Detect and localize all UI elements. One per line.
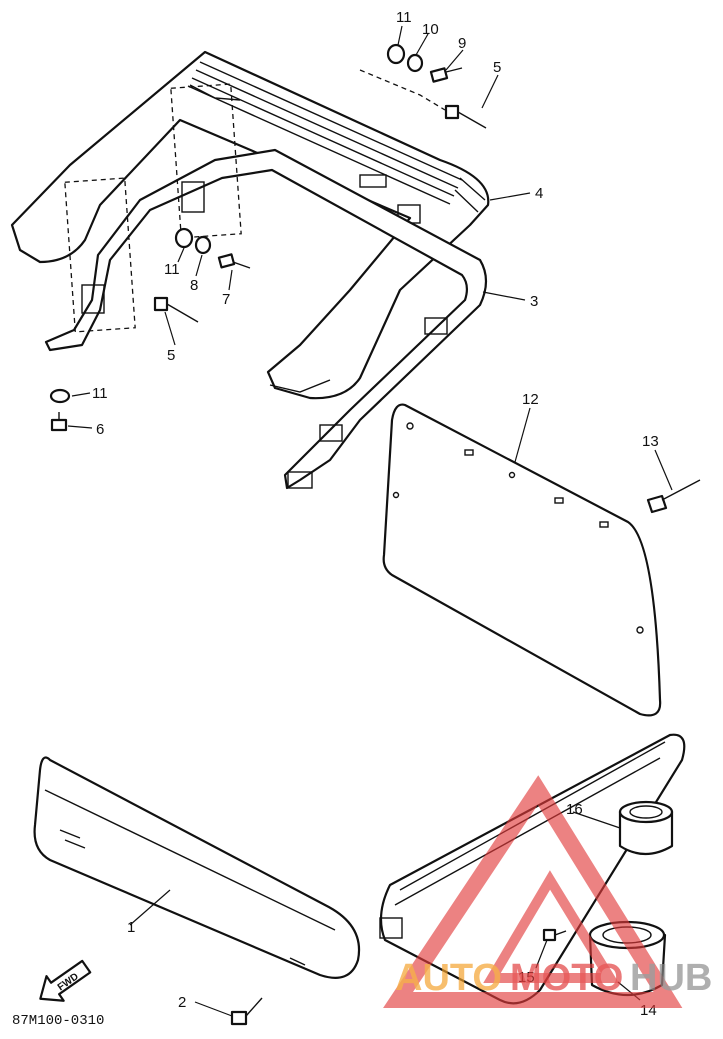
callout-13: 13 xyxy=(642,433,659,450)
callout-10: 10 xyxy=(422,21,439,38)
grommet-part-16 xyxy=(618,800,674,856)
callout-8: 8 xyxy=(190,277,198,294)
nut-10 xyxy=(406,53,424,73)
watermark-part1: AUTO xyxy=(395,957,502,999)
part-code: 87M100-0310 xyxy=(12,1013,104,1029)
watermark: AUTO MOTO HUB xyxy=(383,775,712,1008)
callout-7: 7 xyxy=(222,291,230,308)
screw-15 xyxy=(542,928,567,942)
callout-1: 1 xyxy=(127,919,135,936)
callout-11-lower: 11 xyxy=(92,385,108,402)
callout-4: 4 xyxy=(535,185,543,202)
callout-5-mid: 5 xyxy=(167,347,175,364)
callout-2: 2 xyxy=(178,994,186,1011)
plate-board-part-12 xyxy=(382,403,662,717)
watermark-triangle-outer xyxy=(383,775,683,1008)
fasteners xyxy=(49,43,701,1026)
callout-5-top: 5 xyxy=(493,59,501,76)
screw-13 xyxy=(646,479,701,514)
screw-5-mid xyxy=(153,296,199,323)
callout-6: 6 xyxy=(96,421,104,438)
callout-12: 12 xyxy=(522,391,539,408)
washer-11-mid xyxy=(174,227,194,249)
watermark-triangle-inner xyxy=(483,870,619,983)
carrier-stay-part-3 xyxy=(44,148,488,490)
bolt-2 xyxy=(230,997,263,1026)
leader-lines xyxy=(67,25,673,1017)
callout-11-mid: 11 xyxy=(164,261,180,278)
nut-8 xyxy=(194,235,212,255)
watermark-part3: HUB xyxy=(630,957,712,999)
callout-11-top: 11 xyxy=(396,9,412,26)
assembly-guides xyxy=(64,69,446,333)
washer-11-lower xyxy=(49,388,71,404)
screw-5-top xyxy=(444,104,487,129)
rear-bumper-part-1 xyxy=(33,756,361,979)
bolt-9 xyxy=(429,67,463,83)
bolt-6 xyxy=(50,412,68,432)
fwd-arrow: FWD xyxy=(39,959,92,1002)
watermark-part2: MOTO xyxy=(510,957,623,999)
callout-16: 16 xyxy=(566,801,583,818)
bolt-7 xyxy=(217,253,251,269)
washer-11-top xyxy=(386,43,406,65)
callout-3: 3 xyxy=(530,293,538,310)
callout-9: 9 xyxy=(458,35,466,52)
